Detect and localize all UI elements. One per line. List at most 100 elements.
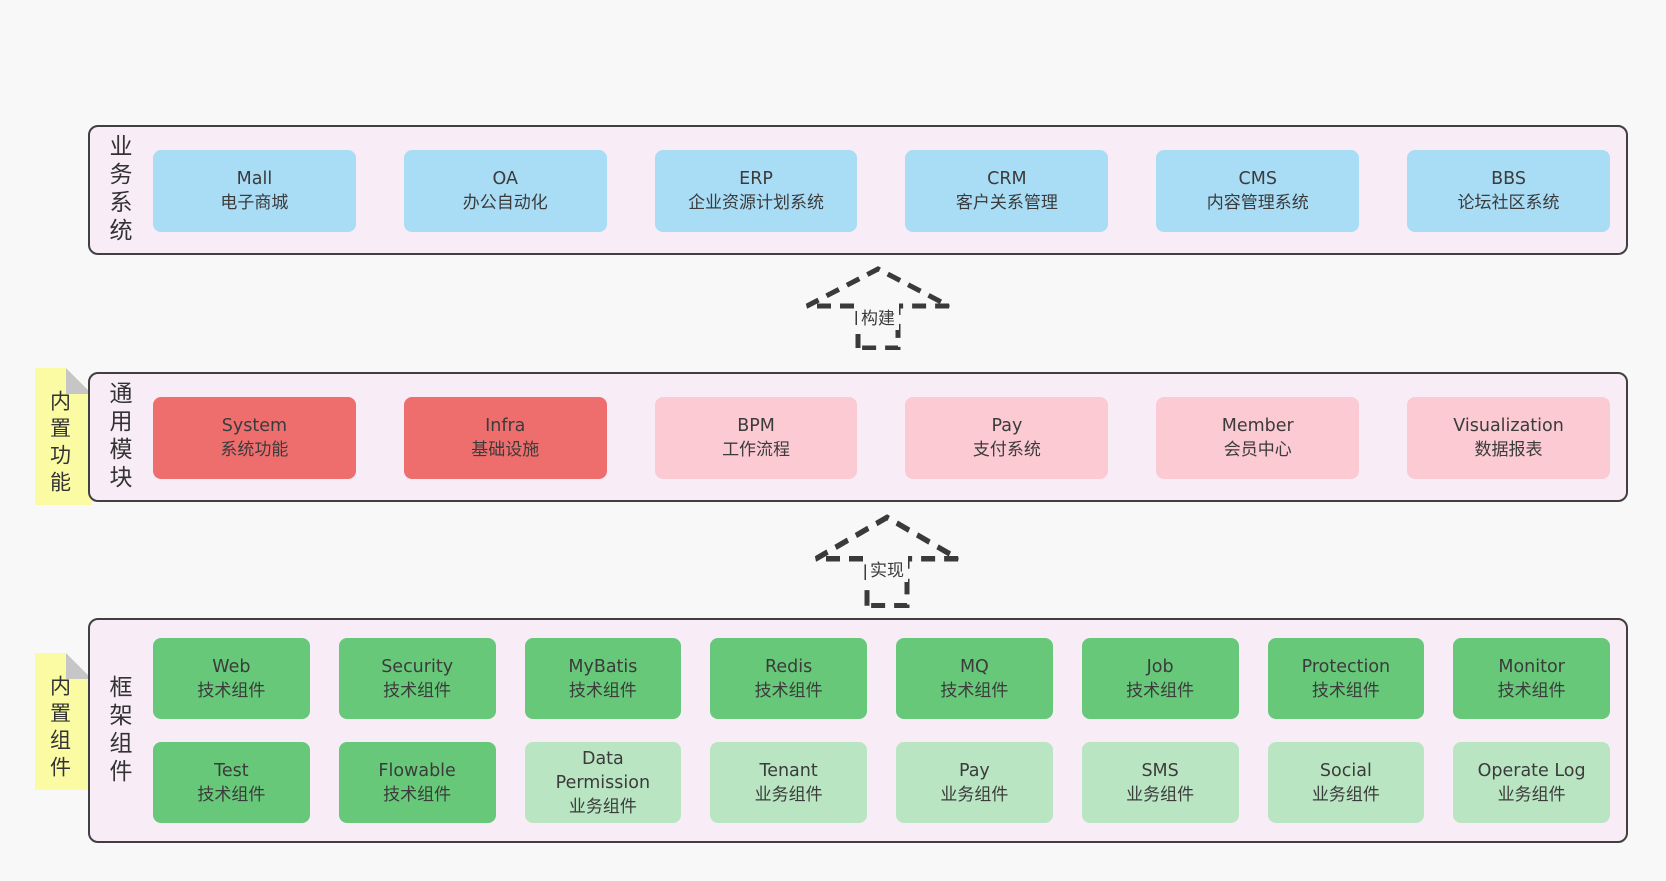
- component-title: Protection: [1301, 656, 1391, 677]
- box-row: Mall 电子商城 OA 办公自动化 ERP 企业资源计划系统 CRM 客户关系…: [153, 150, 1610, 232]
- component-title: Mall: [236, 169, 273, 189]
- section-common-modules: 通用模块 System 系统功能 Infra 基础设施 BPM 工作流程 Pay…: [88, 372, 1628, 502]
- component-subtitle: 技术组件: [1126, 680, 1195, 701]
- component-subtitle: 技术组件: [197, 680, 266, 701]
- box-row: System 系统功能 Infra 基础设施 BPM 工作流程 Pay 支付系统…: [153, 397, 1610, 479]
- component-subtitle: 系统功能: [220, 440, 289, 460]
- box-infra: Infra 基础设施: [403, 397, 607, 479]
- section-business-systems-label: 业务系统: [105, 134, 131, 246]
- component-title: Redis: [765, 656, 813, 677]
- component-title: Social: [1319, 760, 1372, 781]
- component-subtitle: 技术组件: [383, 784, 452, 805]
- business-systems-rows: Mall 电子商城 OA 办公自动化 ERP 企业资源计划系统 CRM 客户关系…: [153, 150, 1610, 232]
- dashed-up-arrow-icon: [814, 514, 960, 608]
- component-subtitle: 支付系统: [972, 440, 1041, 460]
- component-title: Flowable: [378, 760, 456, 781]
- component-subtitle: 内容管理系统: [1206, 193, 1309, 213]
- dashed-up-arrow-icon: [805, 266, 951, 350]
- builtin-features-tag-label: 内置功能: [47, 389, 72, 498]
- component-title: Pay: [958, 760, 990, 781]
- component-title: Tenant: [759, 760, 818, 781]
- component-title: CRM: [987, 169, 1027, 189]
- box-security: Security 技术组件: [338, 638, 496, 719]
- component-title: Infra: [485, 416, 526, 436]
- component-subtitle: 业务组件: [1311, 784, 1380, 805]
- common-modules-rows: System 系统功能 Infra 基础设施 BPM 工作流程 Pay 支付系统…: [153, 397, 1610, 479]
- component-subtitle: 技术组件: [1311, 680, 1380, 701]
- component-subtitle: 业务组件: [568, 796, 637, 817]
- component-subtitle: 技术组件: [1497, 680, 1566, 701]
- box-mybatis: MyBatis 技术组件: [524, 638, 682, 719]
- component-subtitle: 工作流程: [722, 440, 791, 460]
- component-subtitle: 业务组件: [940, 784, 1009, 805]
- component-subtitle: 技术组件: [754, 680, 823, 701]
- component-subtitle: 基础设施: [471, 440, 540, 460]
- component-title: Security: [381, 656, 454, 677]
- box-flowable: Flowable 技术组件: [338, 742, 496, 823]
- box-pay: Pay 业务组件: [896, 742, 1053, 823]
- component-subtitle: 业务组件: [1497, 784, 1566, 805]
- component-title: MyBatis: [568, 656, 638, 677]
- builtin-features-tag: 内置功能: [35, 368, 92, 505]
- component-subtitle: 办公自动化: [462, 193, 548, 213]
- box-system: System 系统功能: [153, 397, 356, 479]
- box-protection: Protection 技术组件: [1267, 638, 1425, 719]
- box-erp: ERP 企业资源计划系统: [654, 150, 858, 232]
- box-bbs: BBS 论坛社区系统: [1407, 150, 1610, 232]
- component-subtitle: 会员中心: [1223, 440, 1292, 460]
- component-title: Operate Log: [1477, 760, 1586, 781]
- component-title: Data Permission: [555, 748, 651, 793]
- component-title: BBS: [1491, 169, 1526, 189]
- box-oa: OA 办公自动化: [403, 150, 607, 232]
- component-subtitle: 技术组件: [197, 784, 266, 805]
- component-subtitle: 技术组件: [940, 680, 1009, 701]
- framework-components-rows: Web 技术组件 Security 技术组件 MyBatis 技术组件 Redi…: [153, 638, 1610, 823]
- component-title: Monitor: [1498, 656, 1565, 677]
- box-member: Member 会员中心: [1156, 397, 1360, 479]
- component-title: CMS: [1238, 169, 1277, 189]
- box-social: Social 业务组件: [1267, 742, 1425, 823]
- section-framework-components: 框架组件 Web 技术组件 Security 技术组件 MyBatis 技术组件…: [88, 618, 1628, 843]
- component-title: Visualization: [1453, 416, 1564, 436]
- box-tenant: Tenant 业务组件: [710, 742, 867, 823]
- box-monitor: Monitor 技术组件: [1453, 638, 1610, 719]
- box-cms: CMS 内容管理系统: [1156, 150, 1360, 232]
- component-title: Web: [212, 656, 251, 677]
- builtin-components-tag-label: 内置组件: [47, 674, 72, 783]
- section-business-systems: 业务系统 Mall 电子商城 OA 办公自动化 ERP 企业资源计划系统 CRM…: [88, 125, 1628, 255]
- box-data-permission: Data Permission 业务组件: [524, 742, 682, 823]
- box-web: Web 技术组件: [153, 638, 310, 719]
- component-subtitle: 论坛社区系统: [1457, 193, 1560, 213]
- box-pay: Pay 支付系统: [905, 397, 1109, 479]
- component-subtitle: 业务组件: [1126, 784, 1195, 805]
- component-title: Test: [214, 760, 249, 781]
- component-subtitle: 企业资源计划系统: [688, 193, 825, 213]
- box-redis: Redis 技术组件: [710, 638, 867, 719]
- box-test: Test 技术组件: [153, 742, 310, 823]
- section-common-modules-label: 通用模块: [105, 381, 131, 493]
- component-title: BPM: [737, 416, 775, 436]
- build-arrow: 构建: [803, 266, 953, 350]
- box-job: Job 技术组件: [1081, 638, 1239, 719]
- component-subtitle: 数据报表: [1474, 440, 1543, 460]
- section-framework-components-label: 框架组件: [105, 674, 131, 787]
- component-title: System: [221, 416, 288, 436]
- implement-arrow: 实现: [812, 514, 962, 608]
- component-title: OA: [492, 169, 518, 189]
- builtin-components-tag: 内置组件: [35, 653, 92, 790]
- component-title: Member: [1221, 416, 1294, 436]
- implement-arrow-label: 实现: [866, 555, 908, 583]
- box-crm: CRM 客户关系管理: [905, 150, 1109, 232]
- box-sms: SMS 业务组件: [1081, 742, 1239, 823]
- component-title: ERP: [739, 169, 773, 189]
- build-arrow-label: 构建: [857, 302, 899, 330]
- box-bpm: BPM 工作流程: [654, 397, 858, 479]
- box-visualization: Visualization 数据报表: [1407, 397, 1610, 479]
- component-subtitle: 技术组件: [383, 680, 452, 701]
- component-title: Pay: [991, 416, 1023, 436]
- box-mq: MQ 技术组件: [896, 638, 1053, 719]
- box-row: Test 技术组件 Flowable 技术组件 Data Permission …: [153, 742, 1610, 823]
- box-row: Web 技术组件 Security 技术组件 MyBatis 技术组件 Redi…: [153, 638, 1610, 719]
- component-subtitle: 业务组件: [754, 784, 823, 805]
